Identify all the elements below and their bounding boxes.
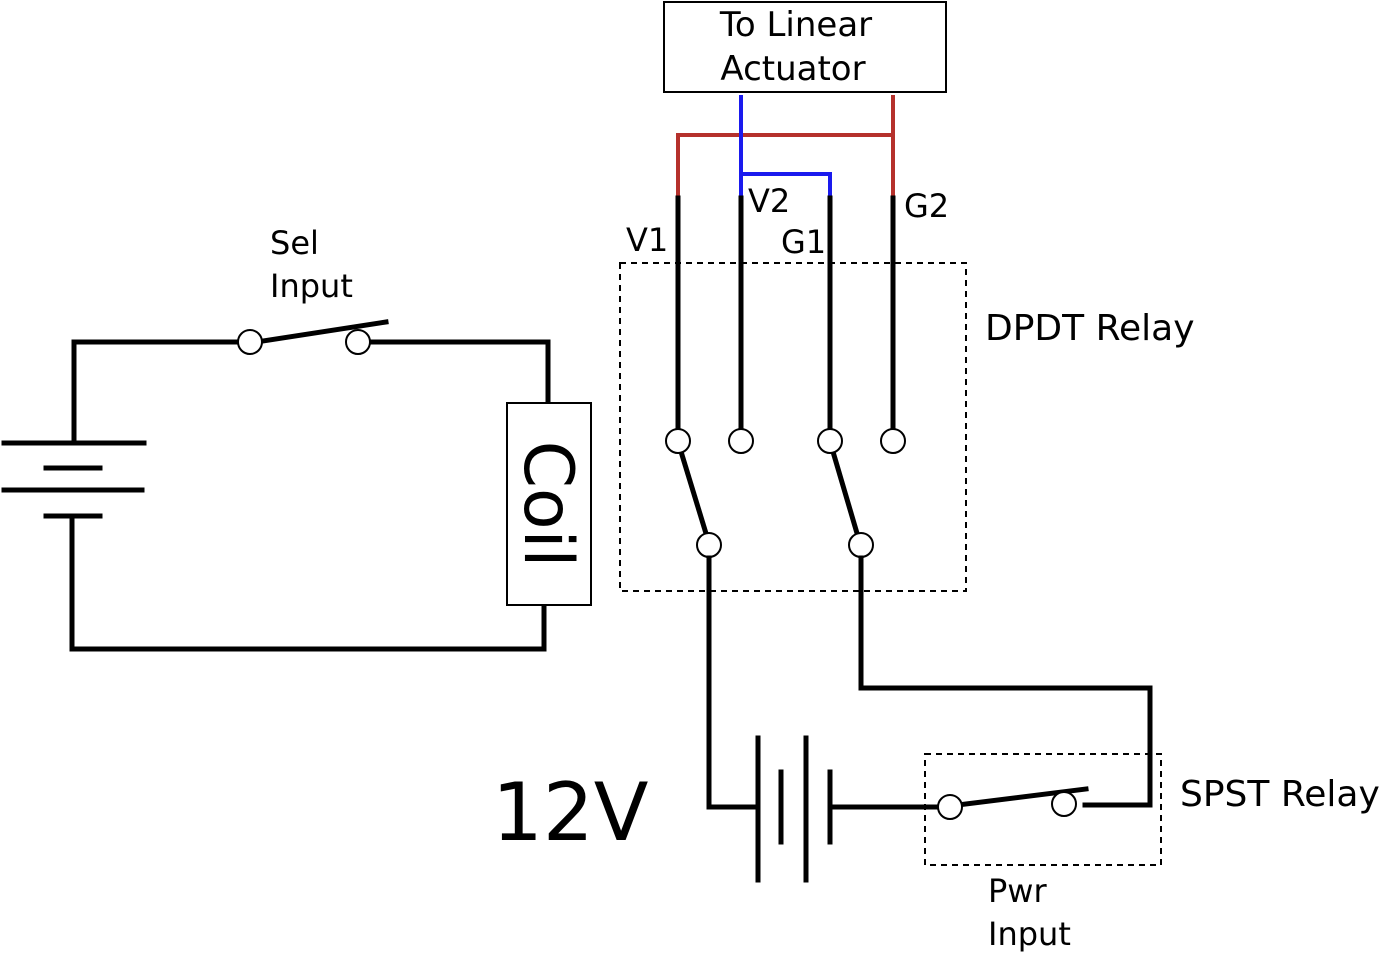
coil-circuit-wires [69,339,551,652]
coil-icon: Coil [506,402,592,606]
terminal-label-v1: V1 [626,221,668,259]
dpdt-terminal-v1 [665,428,691,454]
sel-switch-terminal-1 [237,329,263,355]
battery-12v-icon [755,735,833,883]
coil-label: Coil [508,441,587,568]
sel-input-label-line2: Input [270,267,353,305]
dpdt-relay-box [619,262,967,592]
pwr-input-label-line2: Input [988,915,1071,953]
spst-terminal-1 [937,794,963,820]
actuator-label-line2: Actuator [720,49,865,89]
dpdt-arm-1 [675,441,712,544]
terminal-label-g2: G2 [904,187,949,225]
pwr-input-label-line1: Pwr [988,872,1047,910]
voltage-label: 12V [492,766,649,859]
dpdt-common-2 [848,532,874,558]
dpdt-terminal-g2 [880,428,906,454]
red-wires [676,95,895,196]
terminal-label-g1: G1 [781,223,826,261]
power-circuit-wires [706,555,1153,810]
blue-wires [739,95,832,196]
dpdt-terminal-v2 [728,428,754,454]
spst-relay-label: SPST Relay [1180,774,1380,815]
spst-terminal-2 [1051,791,1077,817]
dpdt-terminal-g1 [817,428,843,454]
sel-switch-terminal-2 [345,329,371,355]
battery-icon [1,440,147,519]
terminal-label-v2: V2 [748,182,790,220]
dpdt-arm-2 [827,441,863,544]
actuator-label-line1: To Linear [719,5,872,45]
dpdt-common-1 [696,532,722,558]
dpdt-leads [675,195,896,431]
actuator-box: To Linear Actuator [663,1,947,93]
sel-switch-arm [247,319,389,346]
dpdt-relay-label: DPDT Relay [985,308,1195,349]
sel-input-label-line1: Sel [270,224,319,262]
spst-relay-box [924,753,1162,866]
